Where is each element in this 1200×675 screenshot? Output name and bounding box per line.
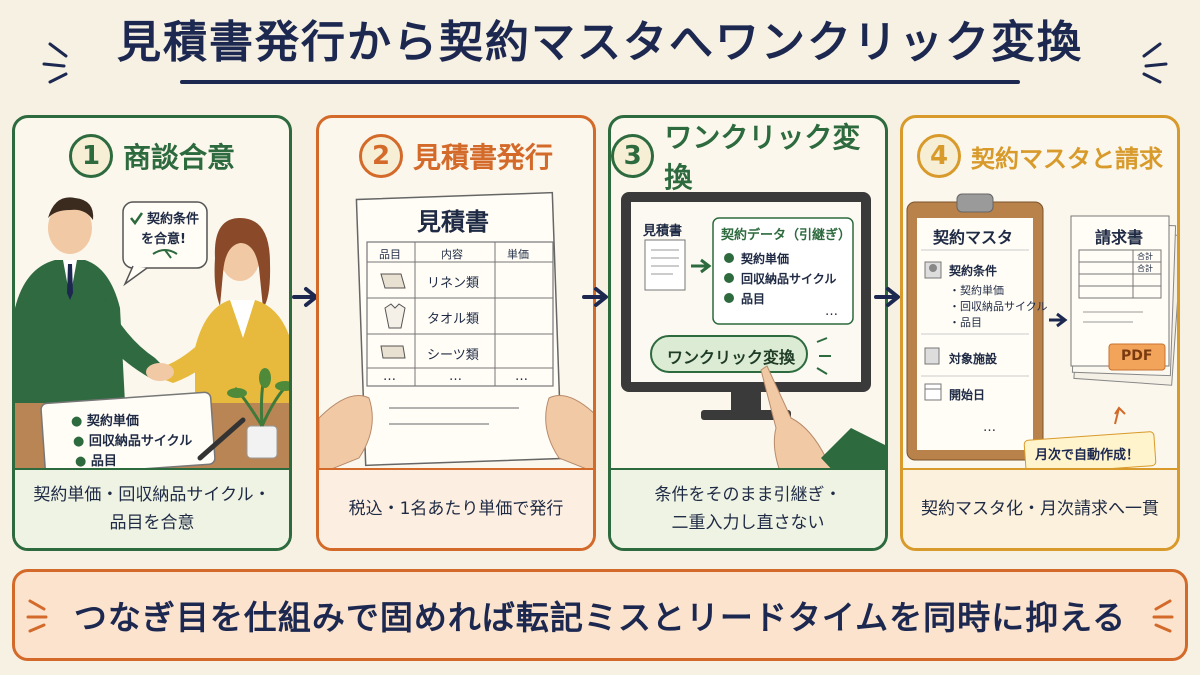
invoice-total-1: 合計 [1137, 252, 1153, 261]
master-item-1: ・契約単価 [949, 284, 1004, 297]
master-condition: 契約条件 [949, 264, 998, 278]
step-1-panel: 1 商談合意 [12, 115, 292, 551]
step-4-caption-line-1: 契約マスタ化・月次請求へ一貫 [921, 499, 1159, 519]
step-1-caption: 契約単価・回収納品サイクル・ 品目を合意 [15, 468, 289, 548]
master-item-2: ・回収納品サイクル [949, 300, 1048, 313]
step-4-number: 4 [917, 134, 961, 178]
bubble-line-1: 契約条件 [147, 212, 200, 227]
notebook-item-3-label: 品目 [90, 454, 117, 469]
handshake-illustration [15, 197, 289, 474]
banner-text: つなぎ目を仕組みで固めれば転記ミスとリードタイムを同時に抑える [73, 598, 1127, 637]
estimate-ellipsis-1: … [383, 369, 396, 384]
master-item-2-label: 回収納品サイクル [960, 300, 1048, 313]
contract-data-title: 契約データ（引継ぎ） [721, 228, 852, 243]
contract-data-item-2: 回収納品サイクル [741, 272, 837, 286]
step-4-panel: 4 契約マスタと請求 [900, 115, 1180, 551]
notebook-item-1-label: 契約単価 [86, 414, 139, 429]
step-2-number: 2 [358, 134, 403, 178]
arrow-2-icon [582, 287, 608, 307]
estimate-header-item: 品目 [379, 248, 401, 261]
monitor-doc-label: 見積書 [643, 224, 683, 239]
master-title: 契約マスタ [933, 228, 1014, 247]
notebook-item-1: ● 契約単価 [71, 414, 139, 429]
estimate-row-1: リネン類 [427, 276, 480, 291]
step-2-title: 見積書発行 [412, 141, 553, 174]
monitor-illustration [621, 192, 885, 474]
step-1-caption-line-2: 品目を合意 [109, 513, 195, 533]
contract-data-item-3: 品目 [741, 292, 766, 306]
bubble-line-2: を合意! [141, 232, 186, 247]
step-1-title: 商談合意 [122, 141, 235, 174]
title-underline [180, 80, 1020, 84]
banner-spark-left-icon [26, 599, 48, 633]
notebook-item-2-label: 回収納品サイクル [88, 434, 193, 449]
step-2-scene: 見積書 品目 内容 単価 リネン類 タオル類 シーツ類 … … … [319, 188, 593, 474]
estimate-ellipsis-2: … [449, 369, 462, 384]
step-4-scene: 契約マスタ 契約条件 ・契約単価 ・回収納品サイクル ・品目 対象施設 開始日 … [903, 188, 1177, 474]
estimate-row-3: シーツ類 [427, 348, 479, 363]
one-click-convert-button[interactable]: ワンクリック変換 [667, 348, 796, 367]
pdf-badge: PDF [1121, 348, 1153, 364]
step-3-number: 3 [611, 134, 655, 178]
master-ellipsis: … [983, 420, 996, 435]
contract-data-item-1: 契約単価 [741, 252, 790, 266]
notebook-item-3: ● 品目 [75, 454, 117, 469]
estimate-header-price: 単価 [507, 248, 529, 261]
master-item-3-label: 品目 [960, 316, 982, 329]
invoice-total-2: 合計 [1137, 264, 1153, 273]
step-2-caption: 税込・1名あたり単価で発行 [319, 468, 593, 548]
step-3-scene: 見積書 契約データ（引継ぎ） 契約単価 回収納品サイクル 品目 … ワンクリック… [611, 188, 885, 474]
step-1-number: 1 [68, 134, 113, 178]
step-1-header: 1 商談合意 [15, 126, 289, 186]
step-1-scene: 契約条件 を合意! ● 契約単価 ● 回収納品サイクル ● 品目 [15, 188, 289, 474]
step-3-panel: 3 ワンクリック変換 [608, 115, 888, 551]
banner-spark-right-icon [1152, 599, 1174, 633]
master-and-invoice-illustration [906, 193, 1177, 474]
step-3-header: 3 ワンクリック変換 [611, 121, 885, 194]
estimate-document-illustration [319, 191, 593, 474]
invoice-title: 請求書 [1095, 228, 1144, 247]
estimate-row-2: タオル類 [427, 312, 480, 327]
master-item-3: ・品目 [949, 316, 982, 329]
step-4-header: 4 契約マスタと請求 [903, 126, 1177, 186]
spark-left-icon [42, 42, 68, 84]
contract-data-ellipsis: … [825, 304, 838, 319]
spark-right-icon [1142, 42, 1168, 84]
step-3-caption-line-1: 条件をそのまま引継ぎ・ [654, 485, 842, 505]
auto-create-note: 月次で自動作成！ [1035, 448, 1140, 463]
step-2-caption-line-1: 税込・1名あたり単価で発行 [348, 499, 564, 519]
estimate-title: 見積書 [417, 208, 489, 236]
step-4-title: 契約マスタと請求 [971, 144, 1163, 173]
step-4-caption: 契約マスタ化・月次請求へ一貫 [903, 468, 1177, 548]
estimate-header-content: 内容 [441, 248, 463, 261]
step-3-caption-line-2: 二重入力し直さない [671, 513, 825, 533]
notebook-item-2: ● 回収納品サイクル [73, 434, 193, 449]
step-3-title: ワンクリック変換 [664, 121, 861, 194]
master-start-date: 開始日 [949, 388, 986, 402]
master-item-1-label: 契約単価 [960, 284, 1004, 297]
page-title: 見積書発行から契約マスタへワンクリック変換 [117, 17, 1083, 68]
step-3-caption: 条件をそのまま引継ぎ・ 二重入力し直さない [611, 468, 885, 548]
step-2-header: 2 見積書発行 [319, 126, 593, 186]
estimate-ellipsis-3: … [515, 369, 528, 384]
arrow-3-icon [874, 287, 900, 307]
master-facility: 対象施設 [949, 352, 998, 366]
conclusion-banner: つなぎ目を仕組みで固めれば転記ミスとリードタイムを同時に抑える [12, 569, 1188, 661]
step-1-caption-line-1: 契約単価・回収納品サイクル・ [33, 485, 271, 505]
step-2-panel: 2 見積書発行 見積書 品目 内容 単価 リネン類 タオル類 シー [316, 115, 596, 551]
